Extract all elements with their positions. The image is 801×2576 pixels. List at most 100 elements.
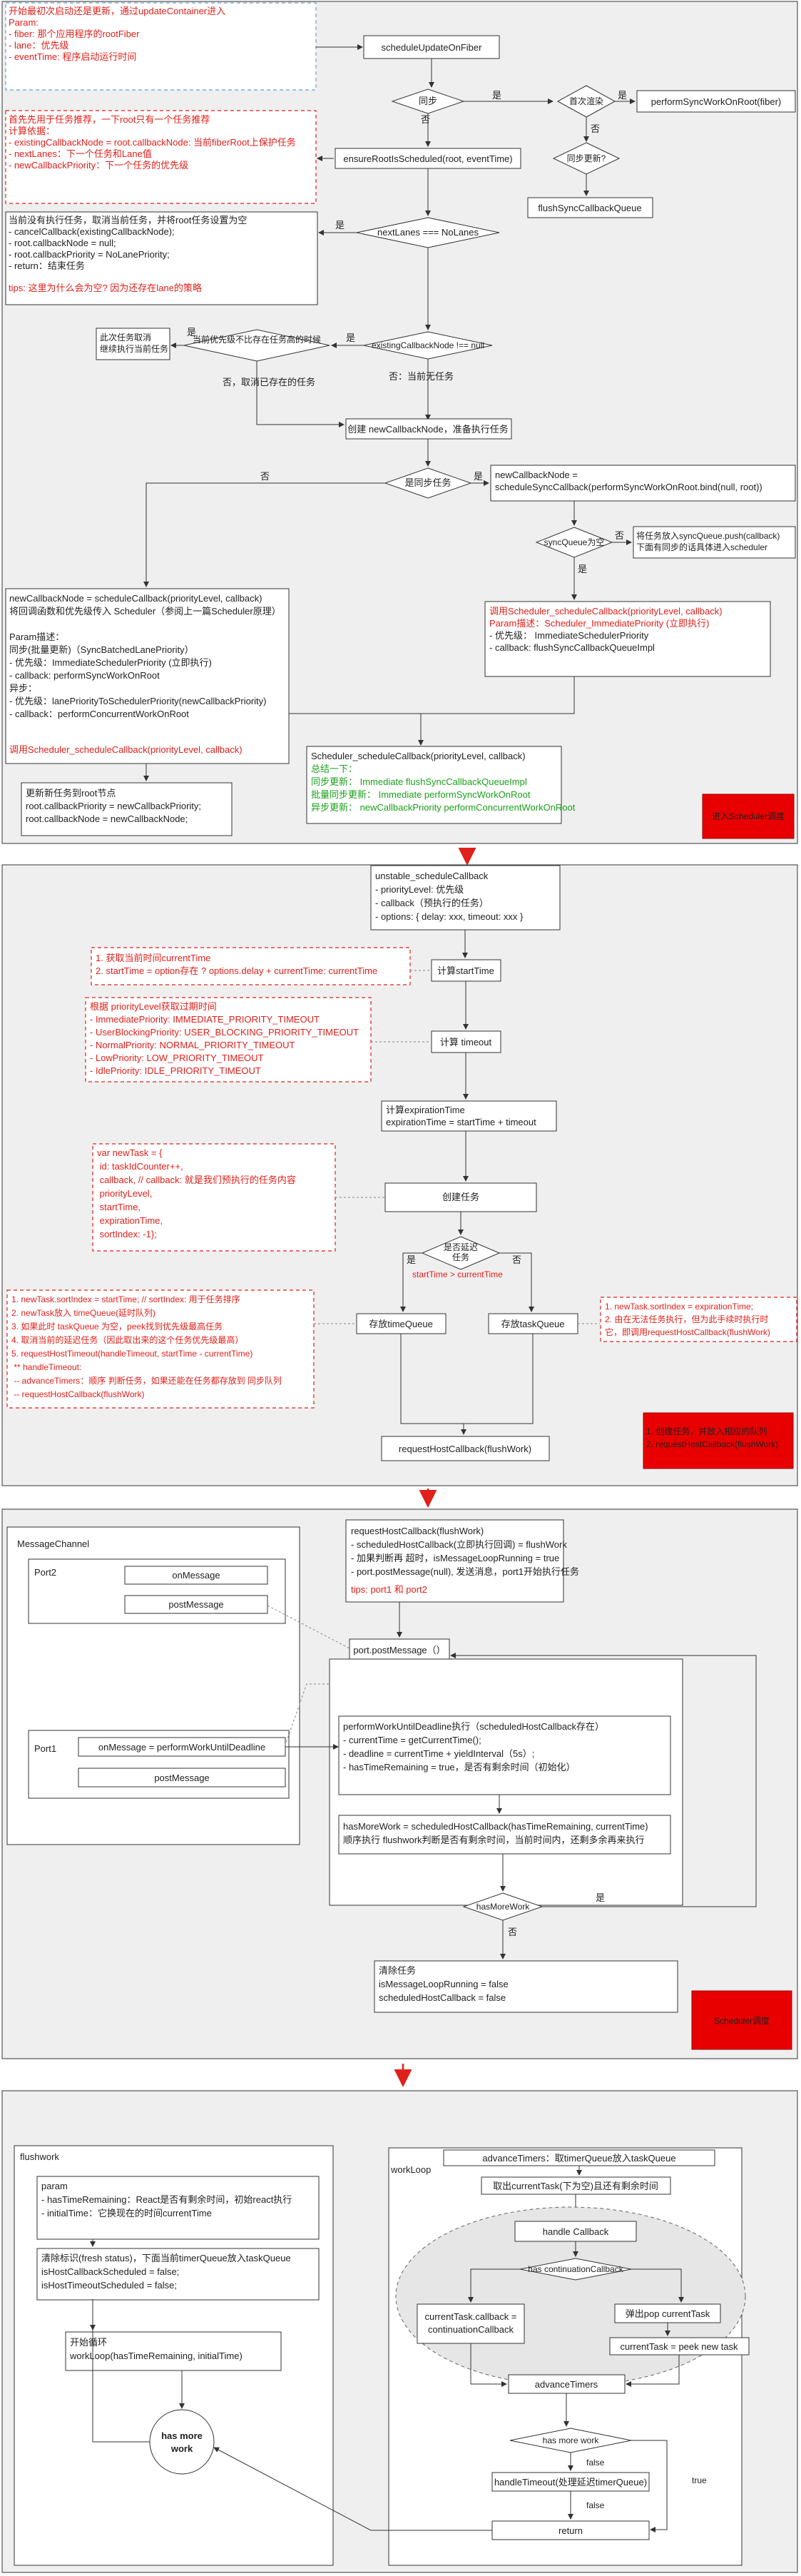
calc-timeout-label: 计算 timeout [440,1037,492,1048]
request-box [381,1436,550,1461]
text-line: priorityLevel, [97,1188,152,1199]
sync-decision-label: 同步 [419,96,437,106]
timeout-note [85,997,372,1082]
calc-exp-box [381,1100,557,1132]
text-line: 5. requestHostTimeout(handleTimeout, sta… [11,1349,252,1359]
flush-sync-label: flushSyncCallbackQueue [538,203,641,213]
perform-box [338,1715,671,1795]
peek-label: currentTask = peek new task [620,2341,738,2352]
has-node-label: existingCallbackNode !== null [372,340,484,350]
text-line: 清除任务 [379,1965,416,1976]
s1-badge-text: 进入Scheduler调度 [712,811,785,821]
right-box-label: 弹出pop currentTask [626,2308,710,2319]
calc-start-box [431,959,501,982]
schedule-update-label: scheduleUpdateOnFiber [382,42,483,53]
text-line: - IdlePriority: IDLE_PRIORITY_TIMEOUT [90,1065,261,1076]
task-note [600,1297,797,1342]
text-line: - eventTime: 程序启动运行时间 [9,51,136,62]
has-more-q-label: hasMoreWork [476,1902,530,1912]
summary-sub: 总结一下： [311,764,357,774]
text-line: isHostTimeoutScheduled = false; [41,2280,177,2291]
edge-sync-queue-no-label: 否 [615,530,624,541]
edge-sched-to-summary [421,676,575,714]
text-line: 开始最初次启动还是更新，通过updateContainer进入 [9,6,225,16]
port2-onmessage-label: onMessage [172,1570,220,1581]
text-line: newCallbackNode = scheduleCallback(prior… [9,593,262,604]
port2-onmessage [124,1566,268,1585]
calc-start-label: 计算startTime [437,965,494,976]
s1-badge [702,793,795,839]
request-label: requestHostCallback(flushWork) [399,1444,531,1454]
text-line: 计算expirationTime [386,1105,465,1115]
edge-sync-task-no-label: 否 [260,471,270,482]
port2-label: Port2 [34,1567,56,1578]
port1-postmessage [78,1768,286,1788]
text-line: 首先先用于任务推荐，一下root只有一个任务推荐 [9,114,210,125]
has-more-circle [149,2409,215,2475]
text-line: - port.postMessage(null), 发送消息，port1开始执行… [351,1566,579,1577]
text-line: - callback: performSyncWorkOnRoot [9,670,160,681]
text-line: hasMoreWork = scheduledHostCallback(hasT… [343,1821,648,1832]
perform-text: performWorkUntilDeadline执行（scheduledHost… [343,1721,604,1773]
has-more-box [338,1815,671,1855]
edge-cont-no [631,2268,684,2303]
text-line: 此次任务取消 [100,332,151,343]
text-line: work [170,2443,193,2454]
schedule-update-node [363,35,500,59]
text-line: - options: { delay: xxx, timeout: xxx } [375,911,524,922]
text-line: 4. 取消当前的延迟任务（因此取出来的这个任务优先级最高） [11,1334,243,1345]
text-line: continuationCallback [428,2324,514,2335]
text-line: 3. 如果此时 taskQueue 为空，peek找到优先级最高任务 [11,1321,223,1332]
first-render-label: 首次渲染 [569,96,603,106]
cond-label: startTime > currentTime [412,1269,503,1279]
new-task-note [92,1143,336,1252]
create-task-box [384,1182,537,1212]
text-line: - currentTime = getCurrentTime(); [343,1735,481,1745]
text-line: 根据 priorityLevel获取过期时间 [90,1001,217,1012]
right-box [614,2303,721,2323]
edge-reuse-yes-label: 是 [187,327,196,338]
text-line: sortIndex: -1}; [97,1229,157,1239]
edge-sync-no-label: 否 [421,114,430,125]
edge-return-to-hasmore [213,2447,492,2531]
text-line: -- requestHostCallback(flushWork) [11,1389,145,1399]
text-line: requestHostCallback(flushWork) [351,1526,484,1536]
text-line: 异步更新： newCallbackPriority performConcurr… [311,802,576,813]
advance-top-label: advanceTimers：取timerQueue放入taskQueue [482,2153,675,2164]
text-line: - hasTimeRemaining = true，是否有剩余时间（初始化） [343,1762,576,1773]
port1-label: Port1 [34,1743,56,1754]
text-line: 是否延迟 [444,1242,478,1252]
edge-port2-post [267,1605,350,1649]
timeout-label: handleTimeout(处理延迟timerQueue) [494,2477,647,2488]
no-lanes-label: nextLanes === NoLanes [377,227,479,238]
edge-sync-task-yes-label: 是 [474,471,483,482]
edge-sync-yes-label: 是 [492,90,501,101]
s3-badge-text: Scheduler调度 [714,2015,770,2026]
s2-badge [643,1412,794,1469]
text-line: root.callbackNode = newCallbackNode; [26,813,188,824]
text-line: 2. requestHostCallback(flushWork) [646,1439,778,1449]
text-line: Param描述： [9,632,64,642]
req-note-text: requestHostCallback(flushWork)- schedule… [351,1526,579,1577]
port1-onmessage [78,1737,286,1757]
timeout-box [491,2472,650,2492]
text-line: - 加果判断再 超时，isMessageLoopRunning = true [351,1553,559,1563]
perform-sync-node [636,90,796,113]
edge-sync-queue-yes-label: 是 [578,564,587,574]
post-label: port.postMessage（） [353,1645,445,1655]
text-line: Param: [9,17,39,28]
delayed-label: 是否延迟任务 [444,1242,478,1262]
edge-sync-task-no [143,482,385,587]
text-line: - NormalPriority: NORMAL_PRIORITY_TIMEOU… [90,1040,295,1050]
text-line: 调用Scheduler_scheduleCallback(priorityLev… [489,606,723,617]
sched-black-text: - 优先级： ImmediateSchedulerPriority- callb… [489,630,655,653]
text-line: 计算依据： [9,126,55,136]
text-line: - hasTimeRemaining：React是否有剩余时间，初始react执… [41,2194,292,2205]
